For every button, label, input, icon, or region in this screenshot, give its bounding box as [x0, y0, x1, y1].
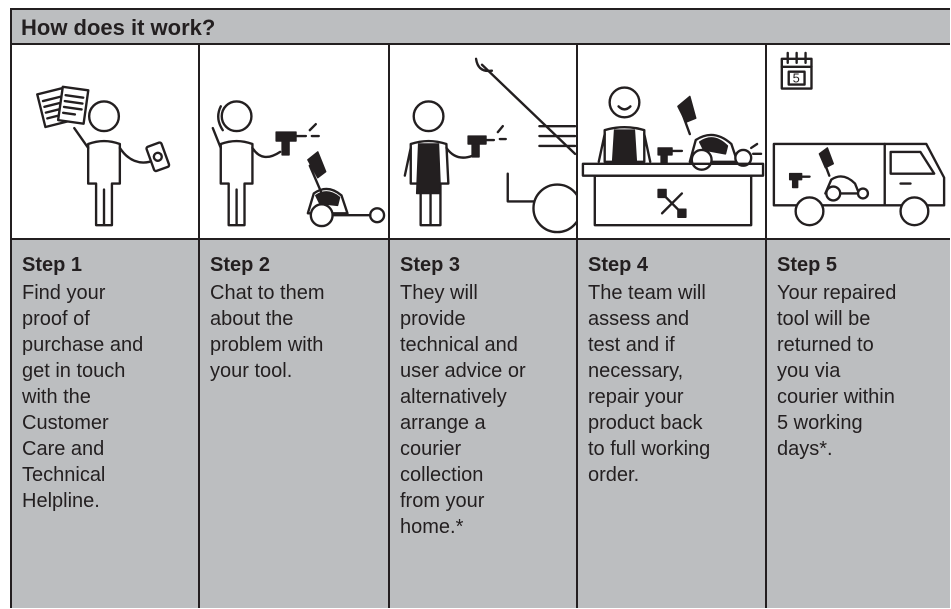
header-bar: How does it work?	[12, 10, 950, 45]
step-1: Step 1 Find your proof of purchase and g…	[12, 45, 198, 608]
how-it-works-panel: How does it work?	[10, 8, 950, 608]
step-5-title: Step 5	[777, 254, 838, 276]
step-2-title: Step 2	[210, 254, 271, 276]
technician-and-van-icon	[403, 57, 576, 234]
step-3-illustration	[390, 45, 576, 240]
step-3-text: Step 3 They will provide technical and u…	[390, 240, 576, 608]
delivery-van-and-calendar-icon: 5	[772, 51, 946, 227]
step-4-title: Step 4	[588, 254, 649, 276]
step-2-body: Chat to them about the problem with your…	[210, 282, 325, 382]
step-4-body: The team will assess and test and if nec…	[588, 282, 711, 486]
step-5-illustration: 5	[767, 45, 950, 240]
step-4-text: Step 4 The team will assess and test and…	[578, 240, 765, 608]
person-with-drill-and-mower-icon	[211, 100, 386, 228]
step-1-body: Find your proof of purchase and get in t…	[22, 282, 144, 512]
step-1-text: Step 1 Find your proof of purchase and g…	[12, 240, 198, 608]
step-3-body: They will provide technical and user adv…	[400, 282, 526, 538]
step-2-text: Step 2 Chat to them about the problem wi…	[200, 240, 388, 608]
step-1-illustration	[12, 45, 198, 240]
calendar-icon: 5	[780, 51, 813, 90]
step-4-illustration	[578, 45, 765, 240]
page-title: How does it work?	[21, 15, 216, 40]
step-4: Step 4 The team will assess and test and…	[576, 45, 765, 608]
step-5: 5	[765, 45, 950, 608]
step-5-body: Your repaired tool will be returned to y…	[777, 282, 897, 460]
calendar-day: 5	[793, 71, 800, 86]
step-2: Step 2 Chat to them about the problem wi…	[198, 45, 388, 608]
person-with-receipt-and-phone-icon	[36, 85, 171, 227]
step-3-title: Step 3	[400, 254, 461, 276]
step-2-illustration	[200, 45, 388, 240]
steps-row: Step 1 Find your proof of purchase and g…	[12, 45, 950, 608]
step-1-title: Step 1	[22, 254, 83, 276]
repair-workbench-icon	[581, 86, 765, 227]
step-3: Step 3 They will provide technical and u…	[388, 45, 576, 608]
step-5-text: Step 5 Your repaired tool will be return…	[767, 240, 950, 608]
